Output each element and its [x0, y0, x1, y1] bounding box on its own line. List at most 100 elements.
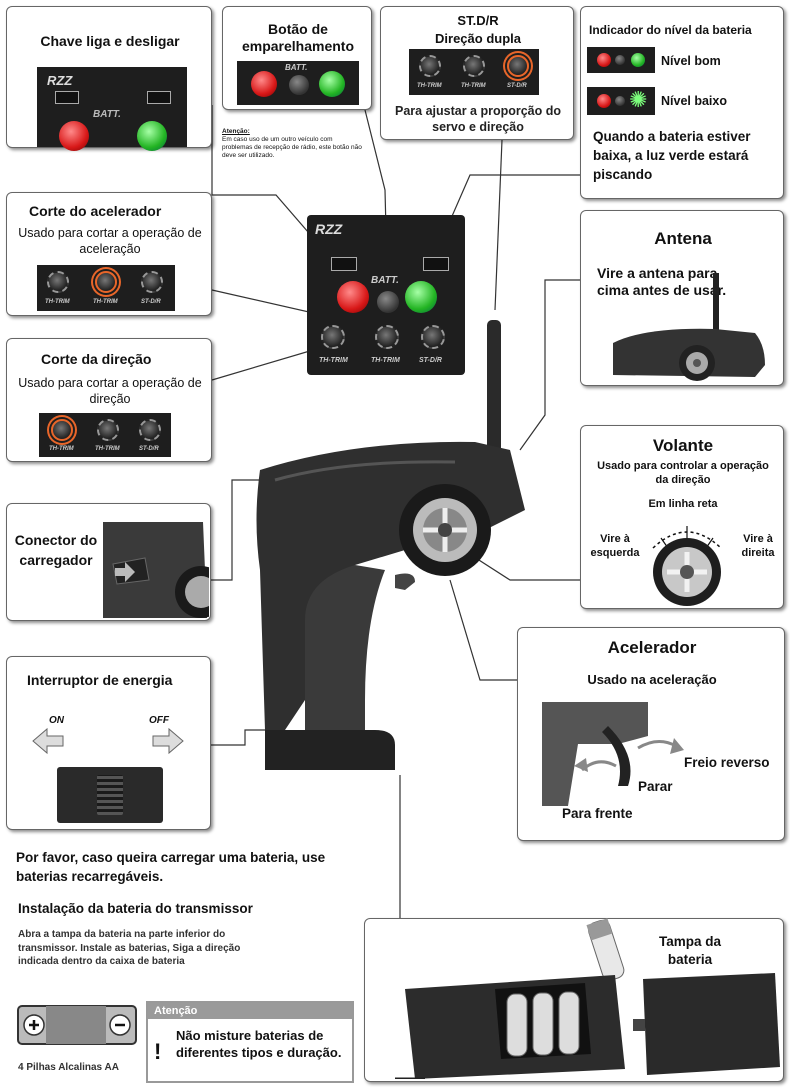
on-off-switch-box: Chave liga e desligar RZZ BATT. [6, 6, 212, 151]
red-led-icon [597, 94, 611, 108]
knob-label: TH-TRIM [93, 299, 118, 305]
steering-trim-desc: Usado para cortar a operação de direção [18, 376, 202, 406]
switch-right-icon [423, 257, 449, 271]
wheel-title: Volante [652, 436, 714, 455]
throttle-title: Acelerador [607, 638, 697, 657]
green-led-icon [319, 71, 345, 97]
knob-icon [47, 271, 69, 293]
rz-logo: RZZ [315, 221, 343, 237]
on-label: ON [49, 715, 64, 726]
low-label: Nível baixo [661, 94, 727, 108]
charger-image [103, 522, 209, 618]
knob-icon [139, 419, 161, 441]
red-led-icon [251, 71, 277, 97]
knob-icon [141, 271, 163, 293]
pairing-button-icon [289, 75, 309, 95]
battery-cover-title: Tampa da bateria [658, 934, 721, 967]
dual-rate-subtitle: Direção dupla [435, 31, 521, 46]
good-indicator-image [587, 47, 655, 73]
knob-label: TH-TRIM [319, 357, 348, 364]
power-switch-image [57, 767, 163, 823]
antenna-desc: Vire a antena para cima antes de usar. [597, 265, 727, 298]
wheel-left-label: Vire à esquerda [590, 533, 640, 559]
dual-rate-title: ST.D/R [457, 13, 499, 28]
green-led-icon [631, 53, 645, 67]
dual-rate-desc: Para ajustar a proporção do servo e dire… [394, 104, 562, 134]
transmitter-image [256, 320, 525, 770]
throttle-trim-panel-image: TH-TRIM TH-TRIM ST-D/R [37, 265, 175, 311]
knob-highlight-icon [51, 419, 73, 441]
knob-icon [321, 325, 345, 349]
steering-trim-panel-image: TH-TRIM TH-TRIM ST-D/R [39, 413, 171, 457]
wheel-box: Volante Usado para controlar a operação … [580, 425, 784, 609]
knob-label: TH-TRIM [45, 299, 70, 305]
pairing-note-text: Em caso uso de um outro veículo com prob… [222, 136, 362, 159]
battery-indicator-box: Indicador do nível da bateria Nível bom … [580, 6, 784, 199]
throttle-box: Acelerador Usado na aceleração Freio rev… [517, 627, 785, 841]
charger-title: Conector do carregador [14, 532, 98, 568]
pairing-button-icon [377, 291, 399, 313]
steering-trim-box: Corte da direção Usado para cortar a ope… [6, 338, 212, 462]
steering-trim-title: Corte da direção [41, 351, 152, 367]
antenna-title: Antena [654, 229, 712, 248]
pairing-button-title: Botão de emparelhamento [241, 21, 355, 54]
battery-indicator-title: Indicador do nível da bateria [589, 23, 752, 37]
knob-label: TH-TRIM [95, 446, 120, 452]
install-text: Abra a tampa da bateria na parte inferio… [18, 929, 241, 967]
knob-icon [375, 325, 399, 349]
knob-label: TH-TRIM [461, 83, 486, 89]
aa-battery-icon [17, 1005, 137, 1045]
switch-panel-image: RZZ BATT. [37, 67, 187, 151]
knob-highlight-icon [95, 271, 117, 293]
charge-note: Por favor, caso queira carregar uma bate… [16, 850, 326, 884]
knob-label: TH-TRIM [49, 446, 74, 452]
arrow-right-icon [152, 727, 184, 755]
rz-logo: RZZ [47, 73, 73, 88]
arrow-left-icon [32, 727, 64, 755]
switch-left-icon [55, 91, 79, 104]
knob-label: ST-D/R [139, 446, 159, 452]
throttle-trim-desc: Usado para cortar a operação de aceleraç… [18, 226, 202, 256]
throttle-trim-box: Corte do acelerador Usado para cortar a … [6, 192, 212, 316]
warning-header: Atenção [148, 1003, 352, 1019]
knob-label: ST-D/R [507, 83, 527, 89]
button-icon [615, 55, 625, 65]
blinking-led-icon: ✺ [629, 87, 648, 112]
throttle-trim-title: Corte do acelerador [29, 203, 162, 219]
knob-label: TH-TRIM [417, 83, 442, 89]
knob-highlight-icon [507, 55, 529, 77]
batt-label: BATT. [93, 109, 121, 120]
switch-left-icon [331, 257, 357, 271]
install-title: Instalação da bateria do transmissor [18, 901, 253, 916]
wheel-right-label: Vire à direita [741, 533, 775, 559]
forward-label: Para frente [562, 806, 633, 821]
switch-right-icon [147, 91, 171, 104]
center-panel-image: RZZ BATT. TH-TRIM TH-TRIM ST-D/R [307, 215, 465, 375]
warning-text: Não misture baterias de diferentes tipos… [176, 1028, 342, 1060]
pairing-button-box: Botão de emparelhamento BATT. [222, 6, 372, 110]
knob-label: ST-D/R [419, 357, 442, 364]
red-led-icon [59, 121, 89, 151]
pairing-note: Atenção: Em caso uso de um outro veículo… [222, 128, 362, 160]
dual-rate-box: ST.D/R Direção dupla TH-TRIM TH-TRIM ST-… [380, 6, 574, 140]
red-led-icon [597, 53, 611, 67]
antenna-box: Antena Vire a antena para cima antes de … [580, 210, 784, 386]
power-switch-title: Interruptor de energia [27, 672, 173, 688]
button-icon [615, 96, 625, 106]
battery-compartment-image [395, 918, 780, 1079]
batt-label: BATT. [285, 63, 308, 72]
knob-icon [421, 325, 445, 349]
battery-cover-box: Tampa da bateria [364, 918, 784, 1082]
warning-box: Atenção ! Não misture baterias de difere… [146, 1001, 354, 1083]
antenna-image [613, 273, 765, 381]
pairing-note-title: Atenção: [222, 128, 250, 135]
knob-icon [463, 55, 485, 77]
warning-icon: ! [154, 1039, 162, 1064]
wheel-straight-label: Em linha reta [648, 498, 718, 510]
green-led-icon [137, 121, 167, 151]
low-indicator-image: ✺ [587, 87, 655, 115]
stop-label: Parar [638, 779, 673, 794]
knob-label: TH-TRIM [371, 357, 400, 364]
green-led-icon [405, 281, 437, 313]
